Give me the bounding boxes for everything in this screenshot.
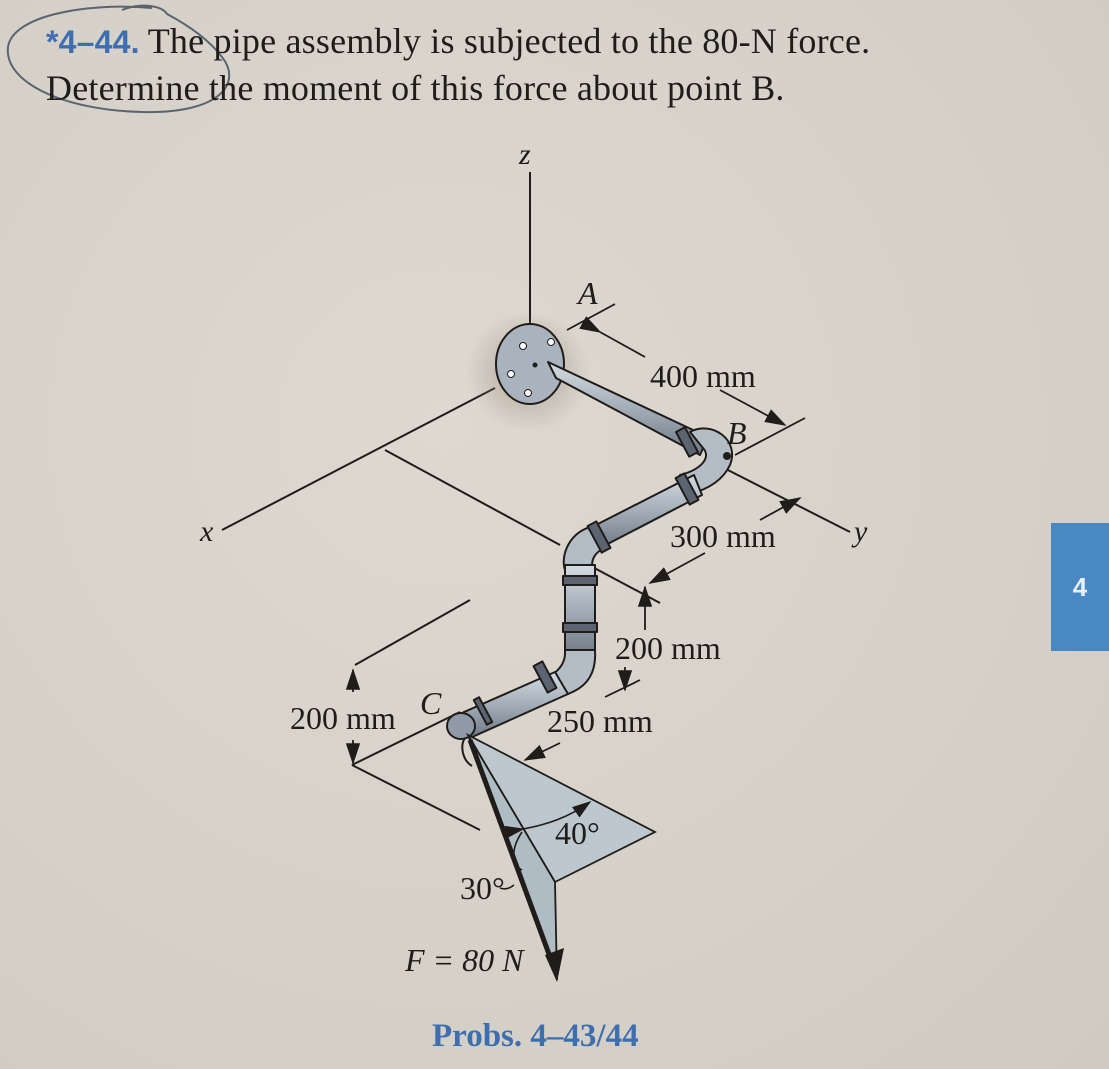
axis-label-x: x xyxy=(200,515,214,548)
dimension-250mm: 250 mm xyxy=(547,703,653,739)
figure-caption: Probs. 4–43/44 xyxy=(432,1018,639,1054)
dimension-400mm: 400 mm xyxy=(650,358,756,394)
force-label: F = 80 N xyxy=(405,942,523,979)
problem-number: *4–44. xyxy=(46,24,140,60)
pipe xyxy=(446,361,733,740)
angle-label-30: 30° xyxy=(460,870,505,906)
problem-statement: *4–44.The pipe assembly is subjected to … xyxy=(46,18,1046,111)
force-text: F = 80 N xyxy=(405,942,524,978)
axis-label-z: z xyxy=(519,138,531,171)
problem-text-line2: Determine the moment of this force about… xyxy=(46,68,785,108)
chapter-tab-number: 4 xyxy=(1072,571,1088,602)
dimension-300mm: 300 mm xyxy=(670,518,776,554)
point-label-B: B xyxy=(727,415,747,451)
force-vector xyxy=(461,737,564,982)
problem-text-line1: The pipe assembly is subjected to the 80… xyxy=(147,21,871,61)
dimension-200mm-left: 200 mm xyxy=(290,700,396,736)
chapter-tab: 4 xyxy=(1051,523,1109,651)
angle-label-40: 40° xyxy=(555,815,600,851)
flange-A xyxy=(495,323,565,405)
angle-arcs xyxy=(499,801,592,890)
dimension-lines xyxy=(345,303,806,765)
dimension-200mm-right: 200 mm xyxy=(615,630,721,666)
point-label-C: C xyxy=(420,685,442,721)
axis-label-y: y xyxy=(854,515,868,548)
point-label-A: A xyxy=(578,275,598,311)
